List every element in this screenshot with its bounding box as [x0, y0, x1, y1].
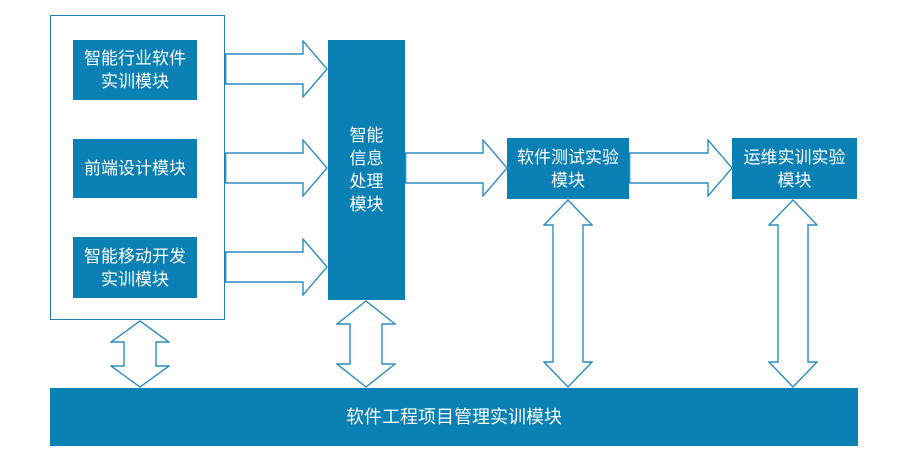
flow-arrow-right-icon	[405, 139, 508, 197]
node-info-processing-module: 智能 信息 处理 模块	[328, 40, 405, 300]
node-project-management-bar: 软件工程项目管理实训模块	[50, 388, 858, 446]
flow-arrow-right-icon	[225, 40, 328, 98]
node-label: 运维实训实验 模块	[743, 147, 846, 190]
node-ops-training-module: 运维实训实验 模块	[732, 138, 857, 199]
node-label: 软件测试实验 模块	[517, 147, 619, 190]
node-label: 智能行业软件 实训模块	[84, 49, 186, 91]
bidirectional-arrow-icon	[543, 199, 593, 388]
flow-arrow-right-icon	[225, 139, 328, 197]
node-frontend-design-module: 前端设计模块	[73, 139, 197, 198]
node-label: 智能 信息 处理 模块	[349, 126, 384, 214]
node-label: 软件工程项目管理实训模块	[346, 407, 562, 427]
flow-arrow-right-icon	[225, 238, 328, 296]
node-software-testing-module: 软件测试实验 模块	[507, 138, 629, 199]
node-label: 智能移动开发 实训模块	[84, 246, 186, 289]
node-mobile-dev-module: 智能移动开发 实训模块	[73, 237, 197, 298]
bidirectional-arrow-icon	[768, 199, 818, 388]
node-label: 前端设计模块	[84, 159, 186, 178]
bidirectional-arrow-icon	[336, 300, 396, 388]
node-industry-software-module: 智能行业软件 实训模块	[73, 40, 197, 100]
flow-arrow-right-icon	[629, 139, 733, 197]
bidirectional-arrow-icon	[110, 320, 170, 388]
